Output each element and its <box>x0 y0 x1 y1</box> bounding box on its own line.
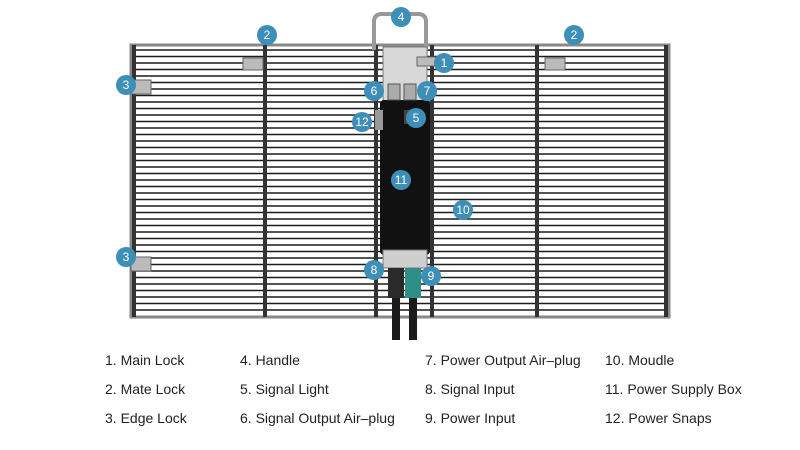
mate-lock-right <box>544 57 566 71</box>
legend-column-3: 7. Power Output Air–plug 8. Signal Input… <box>425 346 581 433</box>
legend-item-mate-lock: 2. Mate Lock <box>105 381 186 397</box>
panel-vertical-bars <box>132 45 668 317</box>
legend-item-signal-light: 5. Signal Light <box>240 381 329 397</box>
callout-number: 1 <box>441 56 448 70</box>
callout-signal-output-air-plug: 6 <box>364 81 384 101</box>
callout-edge-lock: 3 <box>116 75 136 95</box>
callout-number: 4 <box>398 10 405 24</box>
legend-item-power-input: 9. Power Input <box>425 410 516 426</box>
callout-number: 12 <box>355 115 369 129</box>
callout-edge-lock-2: 3 <box>116 247 136 267</box>
callout-mate-lock: 2 <box>257 25 277 45</box>
callout-number: 9 <box>428 269 435 283</box>
legend-item-signal-output-air-plug: 6. Signal Output Air–plug <box>240 410 395 426</box>
legend-item-power-supply-box: 11. Power Supply Box <box>605 381 742 397</box>
callout-mate-lock-2: 2 <box>564 25 584 45</box>
callout-signal-input: 8 <box>364 260 384 280</box>
legend-item-handle: 4. Handle <box>240 352 300 368</box>
power-supply-box <box>380 46 430 269</box>
legend-item-signal-input: 8. Signal Input <box>425 381 515 397</box>
callout-power-output-air-plug: 7 <box>417 81 437 101</box>
legend-column-2: 4. Handle 5. Signal Light 6. Signal Outp… <box>240 346 395 433</box>
callout-power-snaps: 12 <box>352 112 372 132</box>
callout-number: 3 <box>123 250 130 264</box>
callout-number: 7 <box>424 84 431 98</box>
legend-item-main-lock: 1. Main Lock <box>105 352 185 368</box>
callout-number: 10 <box>456 203 470 217</box>
legend-item-power-snaps: 12. Power Snaps <box>605 410 712 426</box>
legend-item-power-output-air-plug: 7. Power Output Air–plug <box>425 352 581 368</box>
signal-input <box>388 268 404 340</box>
callout-number: 6 <box>371 84 378 98</box>
power-output-air-plug <box>403 83 417 101</box>
legend: 1. Main Lock 2. Mate Lock 3. Edge Lock 4… <box>0 346 800 446</box>
callout-number: 2 <box>571 28 578 42</box>
callout-number: 8 <box>371 263 378 277</box>
signal-output-air-plug <box>387 83 401 101</box>
legend-column-1: 1. Main Lock 2. Mate Lock 3. Edge Lock <box>105 346 187 433</box>
power-input <box>405 268 421 340</box>
callout-number: 11 <box>395 173 408 187</box>
legend-item-module: 10. Moudle <box>605 352 675 368</box>
callout-handle: 4 <box>391 7 411 27</box>
legend-column-4: 10. Moudle 11. Power Supply Box 12. Powe… <box>605 346 742 433</box>
callout-number: 5 <box>413 111 420 125</box>
callout-number: 3 <box>123 78 130 92</box>
callout-signal-light: 5 <box>406 108 426 128</box>
callout-main-lock: 1 <box>434 53 454 73</box>
callout-module: 10 <box>453 200 473 220</box>
callout-power-input: 9 <box>421 266 441 286</box>
callout-number: 2 <box>264 28 271 42</box>
power-snaps <box>375 110 383 130</box>
callout-power-supply-box: 11 <box>391 170 411 190</box>
mate-lock-left <box>242 57 264 71</box>
legend-item-edge-lock: 3. Edge Lock <box>105 410 187 426</box>
